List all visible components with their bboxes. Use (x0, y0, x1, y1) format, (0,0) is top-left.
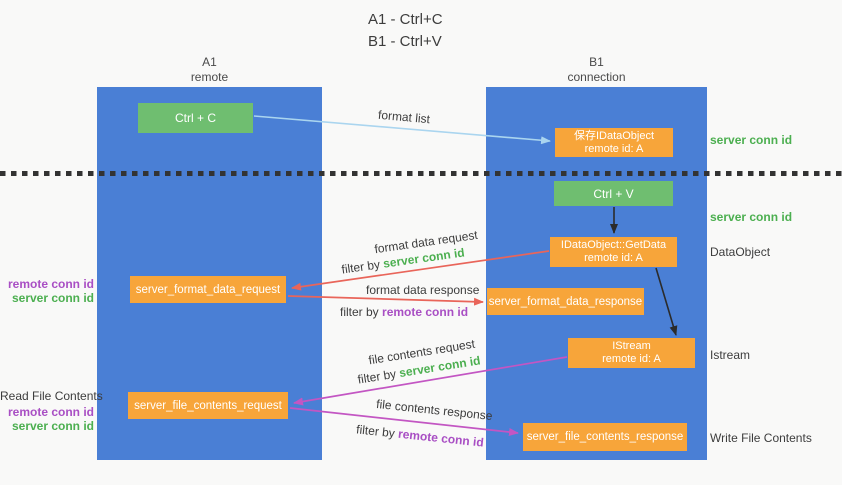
remote-conn-id-text: remote conn id (7, 277, 94, 291)
lane-a1-subtitle: remote (190, 70, 229, 84)
node-save-idataobject-line1: 保存IDataObject (573, 129, 655, 142)
edge-label-filter-by-remote-conn-id-1: filter by remote conn id (340, 305, 468, 319)
edge-label-file-contents-response: file contents response (375, 396, 494, 424)
lane-b1-subtitle: connection (567, 70, 626, 84)
node-save-idataobject: 保存IDataObject remote id: A (555, 128, 673, 157)
lane-header-a1: A1 remote (97, 55, 322, 85)
side-label-server-conn-id-top: server conn id (710, 133, 793, 147)
remote-conn-id-text: remote conn id (7, 405, 94, 419)
title-line-1: A1 - Ctrl+C (368, 11, 443, 28)
filter-by-text: filter by (355, 422, 396, 441)
side-label-read-file-contents: Read File Contents (0, 389, 103, 403)
server-conn-id-text: server conn id (11, 291, 94, 305)
node-server-file-contents-request: server_file_contents_request (128, 392, 288, 419)
node-idataobject-getdata-line1: IDataObject::GetData (560, 239, 667, 251)
node-ctrl-v-label: Ctrl + V (593, 186, 634, 201)
node-server-format-data-response-label: server_format_data_response (488, 295, 643, 308)
node-ctrl-v: Ctrl + V (554, 181, 673, 206)
side-label-write-file-contents: Write File Contents (710, 431, 812, 445)
side-label-server-conn-id-mid: server conn id (710, 210, 793, 224)
node-istream: IStream remote id: A (568, 338, 695, 368)
side-label-dataobject: DataObject (710, 245, 771, 259)
node-save-idataobject-line2: remote id: A (584, 142, 644, 155)
node-ctrl-c: Ctrl + C (138, 103, 253, 133)
diagram-title: A1 - Ctrl+C B1 - Ctrl+V (368, 9, 443, 53)
title-line-2: B1 - Ctrl+V (368, 33, 442, 50)
node-server-file-contents-response-label: server_file_contents_response (526, 431, 684, 443)
lane-b1-name: B1 (589, 55, 604, 69)
node-server-file-contents-response: server_file_contents_response (523, 423, 687, 451)
node-server-format-data-request: server_format_data_request (130, 276, 286, 303)
node-istream-line2: remote id: A (602, 353, 661, 365)
server-conn-id-text: server conn id (11, 419, 94, 433)
filter-by-text: filter by (356, 366, 398, 387)
node-idataobject-getdata: IDataObject::GetData remote id: A (550, 237, 677, 267)
remote-conn-id-text: remote conn id (382, 305, 469, 319)
edge-label-filter-by-remote-conn-id-2: filter by remote conn id (356, 422, 485, 449)
node-idataobject-getdata-line2: remote id: A (584, 252, 643, 264)
node-server-file-contents-request-label: server_file_contents_request (134, 399, 282, 412)
node-istream-line1: IStream (612, 340, 651, 352)
lane-a1-name: A1 (202, 55, 217, 69)
edge-label-format-list: format list (377, 107, 431, 127)
side-label-conn-ids-upper: remote conn id server conn id (0, 277, 94, 305)
session-divider-line (0, 171, 842, 176)
filter-by-text: filter by (340, 257, 381, 277)
side-label-istream: Istream (710, 348, 751, 362)
node-server-format-data-response: server_format_data_response (487, 288, 644, 315)
lane-header-b1: B1 connection (486, 55, 707, 85)
remote-conn-id-text: remote conn id (397, 426, 485, 450)
node-ctrl-c-label: Ctrl + C (174, 111, 216, 125)
node-server-format-data-request-label: server_format_data_request (135, 283, 281, 296)
filter-by-text: filter by (340, 305, 379, 319)
edge-label-format-data-response: format data response (366, 283, 480, 297)
side-label-conn-ids-lower: remote conn id server conn id (0, 405, 94, 433)
